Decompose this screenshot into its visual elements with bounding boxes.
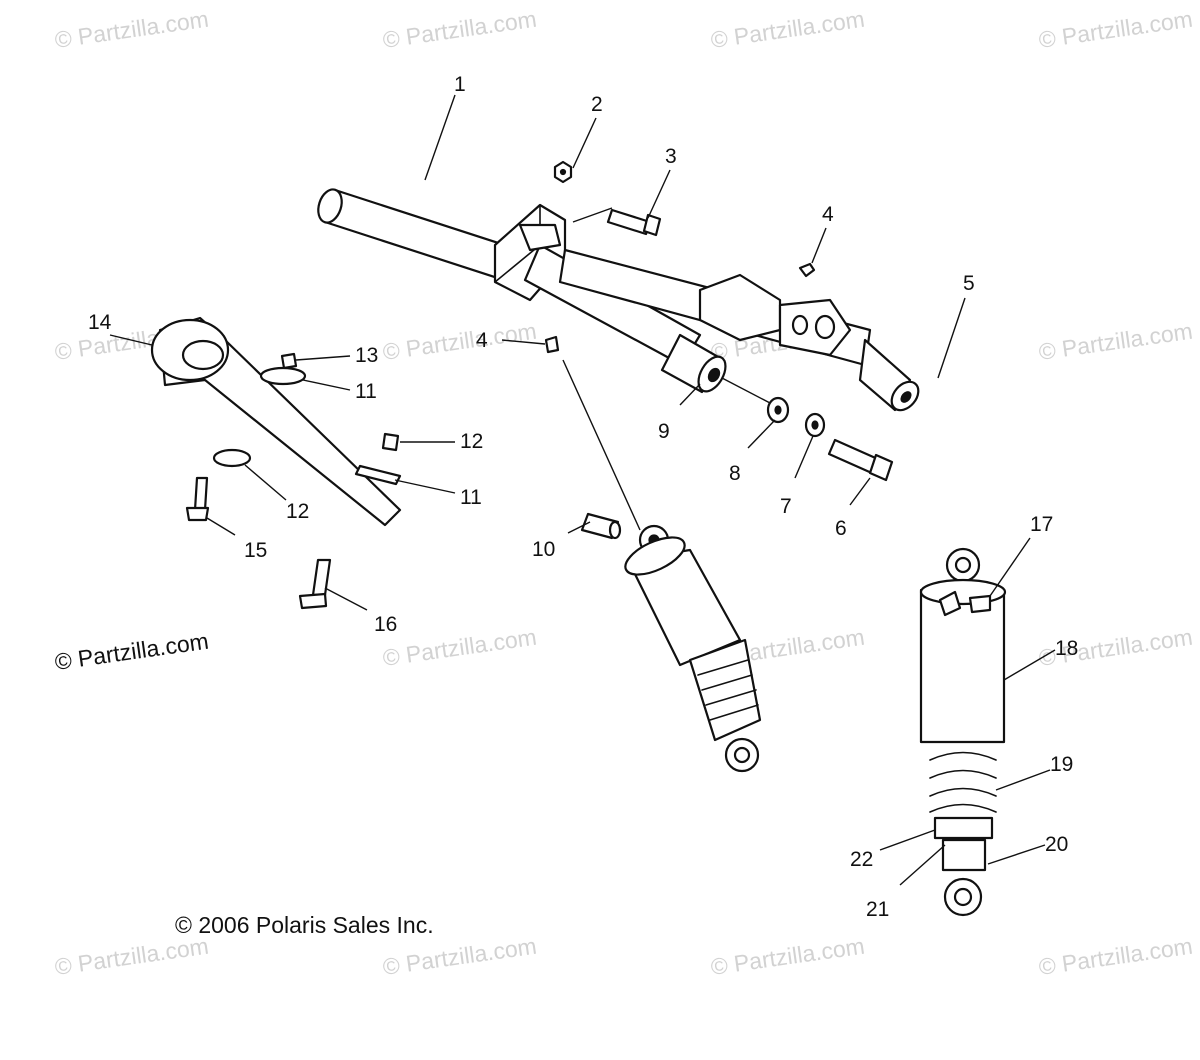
watermark: © Partzilla.com — [1037, 6, 1194, 53]
callout-14: 14 — [88, 311, 112, 334]
callout-17: 17 — [1030, 513, 1053, 536]
shock-right — [919, 547, 1007, 917]
leader-lines — [109, 94, 1056, 886]
washer-part-11 — [259, 366, 307, 386]
callout-labels: 1 2 3 4 4 5 6 7 8 9 10 11 11 12 12 13 14… — [88, 73, 1078, 921]
washer-part-12 — [212, 448, 252, 468]
callout-6: 6 — [835, 517, 847, 540]
watermark: © Partzilla.com — [709, 6, 866, 53]
callout-22: 22 — [850, 848, 873, 871]
callout-5: 5 — [963, 272, 975, 295]
watermark: © Partzilla.com — [1037, 318, 1194, 365]
watermark: © Partzilla.com — [1037, 933, 1194, 980]
bolt-part-3 — [606, 208, 652, 236]
hardware-top — [544, 160, 894, 540]
callout-12: 12 — [460, 430, 483, 453]
callout-21: 21 — [866, 898, 889, 921]
watermark: © Partzilla.com — [381, 933, 538, 980]
grease-fitting-part-4 — [798, 262, 816, 278]
callout-4: 4 — [822, 203, 834, 226]
watermark: © Partzilla.com — [53, 933, 210, 980]
callout-11: 11 — [355, 380, 377, 403]
callout-2: 2 — [591, 93, 603, 116]
shock-left — [624, 524, 762, 773]
callout-10: 10 — [532, 538, 555, 561]
callout-15: 15 — [244, 539, 267, 562]
callout-4: 4 — [476, 329, 488, 352]
callout-9: 9 — [658, 420, 670, 443]
grease-fitting-part-4b — [544, 335, 560, 354]
callout-8: 8 — [729, 462, 741, 485]
watermark: © Partzilla.com — [381, 624, 538, 671]
callout-11: 11 — [460, 486, 482, 509]
callout-12: 12 — [286, 500, 309, 523]
nut-part-12 — [381, 432, 400, 452]
watermark: © Partzilla.com — [53, 6, 210, 53]
callout-20: 20 — [1045, 833, 1068, 856]
washer-part-11b — [354, 464, 402, 486]
callout-1: 1 — [454, 73, 466, 96]
a-arm-part-1 — [317, 188, 920, 412]
callout-19: 19 — [1050, 753, 1073, 776]
watermark: © Partzilla.com — [381, 6, 538, 53]
watermark-dark: © Partzilla.com — [53, 628, 210, 675]
callout-16: 16 — [374, 613, 397, 636]
copyright-notice: © 2006 Polaris Sales Inc. — [175, 912, 434, 938]
callout-3: 3 — [665, 145, 677, 168]
watermark: © Partzilla.com — [709, 933, 866, 980]
callout-7: 7 — [780, 495, 792, 518]
callout-13: 13 — [355, 344, 378, 367]
callout-18: 18 — [1055, 637, 1078, 660]
bolt-part-15 — [193, 476, 209, 512]
bracket-left — [150, 316, 402, 610]
nut-part-13 — [280, 352, 298, 370]
